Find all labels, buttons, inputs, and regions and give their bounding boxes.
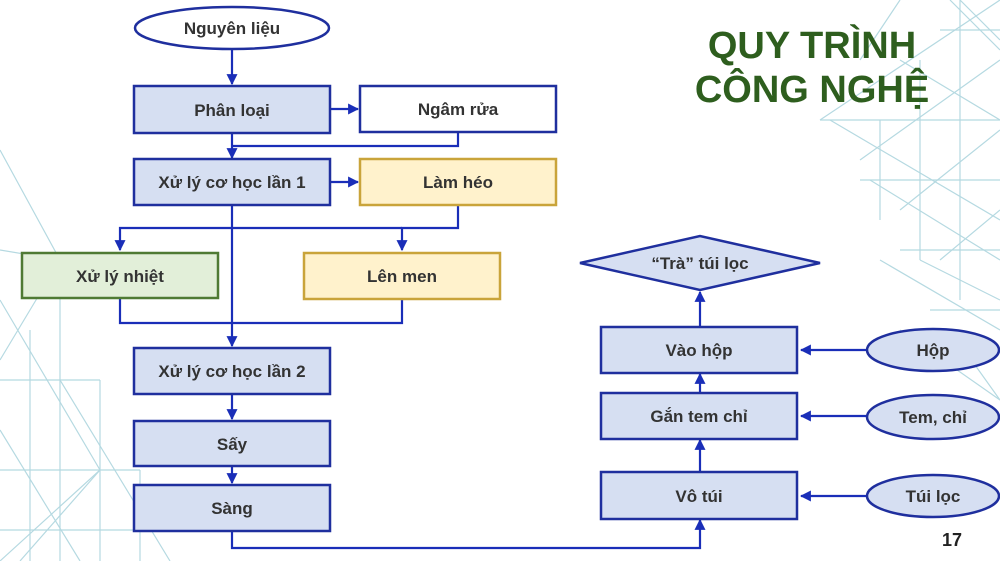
node-xu-ly-nhiet: Xử lý nhiệt <box>20 251 220 300</box>
node-phan-loai: Phân loại <box>132 84 332 135</box>
node-nguyen-lieu-label: Nguyên liệu <box>184 19 280 38</box>
arrow-xulynhiet-merge <box>118 298 232 325</box>
node-ngam-rua: Ngâm rửa <box>358 84 558 134</box>
node-xu-ly-nhiet-label: Xử lý nhiệt <box>76 267 164 286</box>
node-tem-chi-label: Tem, chỉ <box>899 408 967 427</box>
node-xu-ly-co-hoc-2-label: Xử lý cơ học lần 2 <box>158 362 305 381</box>
connectors <box>114 48 866 550</box>
node-ngam-rua-label: Ngâm rửa <box>418 100 499 119</box>
node-len-men-label: Lên men <box>367 267 437 286</box>
node-nguyen-lieu: Nguyên liệu <box>133 5 331 51</box>
arrow-sang-votui <box>230 518 706 550</box>
page-number: 17 <box>942 530 962 550</box>
node-len-men: Lên men <box>302 251 502 301</box>
node-lam-heo: Làm héo <box>358 157 558 207</box>
node-lam-heo-label: Làm héo <box>423 173 493 192</box>
node-sang: Sàng <box>132 483 332 533</box>
node-xu-ly-co-hoc-1-label: Xử lý cơ học lần 1 <box>158 173 305 192</box>
node-vao-hop-label: Vào hộp <box>665 341 732 360</box>
node-vo-tui: Vô túi <box>599 470 799 521</box>
node-tui-loc-label: Túi lọc <box>906 487 961 506</box>
node-xu-ly-co-hoc-1: Xử lý cơ học lần 1 <box>132 157 332 207</box>
node-tui-loc: Túi lọc <box>865 473 1000 519</box>
node-tem-chi: Tem, chỉ <box>865 393 1000 441</box>
page-title-line1: QUY TRÌNH <box>708 23 916 67</box>
arrow-lamheo-lenmen <box>396 205 460 252</box>
node-vao-hop: Vào hộp <box>599 325 799 375</box>
node-gan-tem-chi-label: Gắn tem chỉ <box>650 407 748 426</box>
node-tra-tui-loc-label: “Trà” túi lọc <box>651 254 748 273</box>
node-vo-tui-label: Vô túi <box>675 487 722 506</box>
node-xu-ly-co-hoc-2: Xử lý cơ học lần 2 <box>132 346 332 396</box>
node-hop-label: Hộp <box>916 341 949 360</box>
node-phan-loai-label: Phân loại <box>194 101 270 120</box>
node-sang-label: Sàng <box>211 499 253 518</box>
node-say-label: Sấy <box>217 435 248 454</box>
arrow-lenmen-merge <box>232 299 404 325</box>
arrow-split-xulynhiet <box>114 226 232 252</box>
node-tra-tui-loc: “Trà” túi lọc <box>579 234 821 292</box>
node-hop: Hộp <box>865 327 1000 373</box>
arrow-ngamrua-xulycohoc1 <box>232 132 460 148</box>
node-gan-tem-chi: Gắn tem chỉ <box>599 391 799 441</box>
page-title-line2: CÔNG NGHỆ <box>695 66 929 111</box>
node-say: Sấy <box>132 419 332 468</box>
